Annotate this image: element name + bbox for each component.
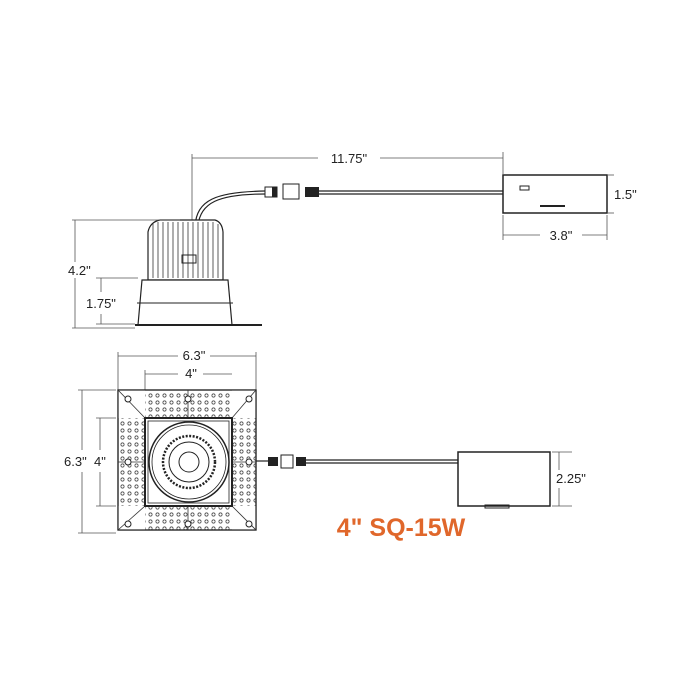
inner-width-dimension: 4" [144, 366, 232, 390]
outer-width-dimension: 6.3" [117, 348, 257, 390]
outer-width-label: 6.3" [183, 348, 206, 363]
product-title: 4" SQ-15W [337, 514, 466, 542]
cable-length-dimension: 11.75" [191, 151, 504, 226]
cable-length-label: 11.75" [331, 151, 368, 166]
outer-height-label: 6.3" [64, 454, 87, 469]
total-height-dimension: 4.2" [68, 219, 180, 329]
plan-view: 6.3" 4" [64, 348, 586, 534]
trim-plan [117, 389, 257, 531]
outer-height-dimension: 6.3" [64, 389, 116, 534]
trim-height-dimension: 1.75" [86, 277, 138, 325]
total-height-label: 4.2" [68, 263, 91, 278]
inner-height-label: 4" [94, 454, 106, 469]
cable [194, 183, 503, 227]
driver-length-label: 3.8" [550, 228, 573, 243]
inner-height-dimension: 4" [94, 417, 116, 507]
driver-height-label: 1.5" [614, 187, 637, 202]
driver-width-label: 2.25" [556, 471, 586, 486]
trim-height-label: 1.75" [86, 296, 116, 311]
fixture-side [135, 219, 262, 326]
driver-box-side: 1.5" 3.8" [502, 174, 637, 243]
driver-box-plan: 2.25" [457, 451, 586, 509]
cable-plan [256, 454, 458, 469]
inner-width-label: 4" [185, 366, 197, 381]
side-view: 11.75" 1.5" 3.8" [68, 151, 637, 329]
